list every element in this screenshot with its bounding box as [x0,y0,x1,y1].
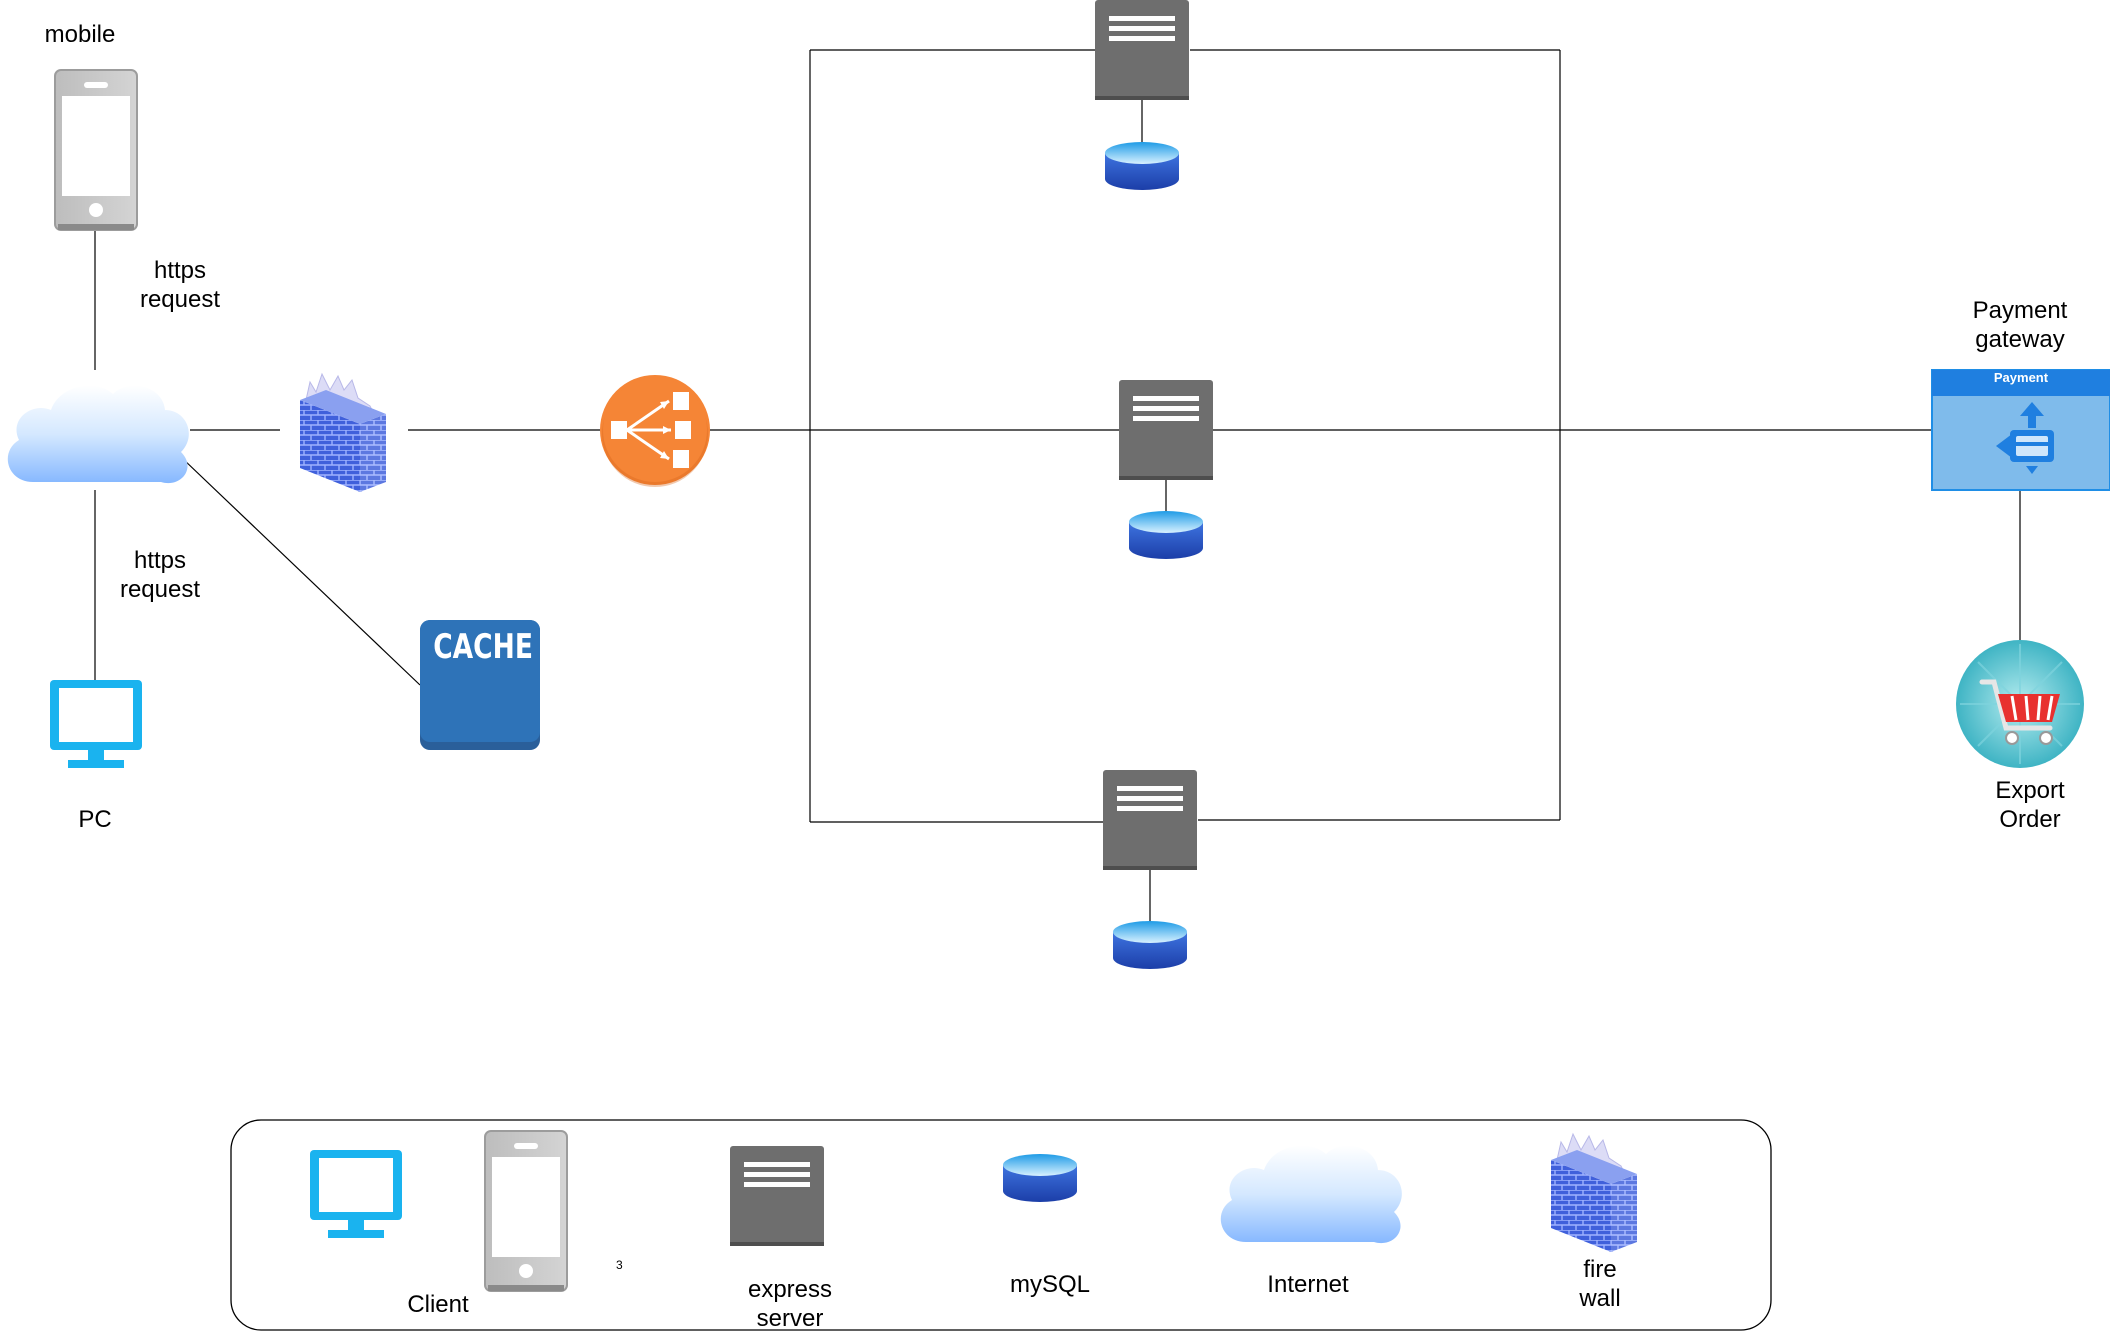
internet-cloud-icon [7,385,189,484]
mobile-phone-icon [54,69,138,231]
legend-pc-icon [310,1150,402,1238]
request-text: request [119,576,201,603]
express-text: express [747,1276,833,1303]
connection-lines [94,49,2021,922]
firewall-icon [299,373,387,493]
payment-header-text: Payment [1993,370,2049,385]
legend-cloud-icon [1220,1145,1402,1244]
database-icon [1105,142,1179,190]
database-icon [1129,511,1203,559]
legend-client-label: Client [407,1291,469,1318]
shopping-cart-icon [1956,640,2084,768]
legend-firewall-label: fire wall [1550,1255,1650,1313]
payment-gateway-label: Payment gateway [1940,296,2100,354]
legend-firewall-icon [1550,1133,1638,1253]
order-text: Order [1999,806,2061,833]
request-text: request [139,286,221,313]
https-text: https [153,257,207,284]
mobile-label: mobile [44,21,116,48]
database-icon [1113,921,1187,969]
load-balancer-icon [600,375,710,487]
cache-icon [420,620,540,750]
pc-label: PC [78,806,112,833]
https-request-bottom-label: https request [100,546,220,604]
export-text: Export [1995,777,2065,804]
legend-internet-label: Internet [1267,1271,1349,1298]
server-icon [1095,0,1189,100]
export-order-label: Export Order [1950,776,2110,834]
gateway-text: gateway [1975,326,2065,353]
legend-note-text: 3 [616,1258,623,1272]
legend-database-icon [1003,1154,1077,1202]
payment-text: Payment [1972,297,2068,324]
server-icon [1119,380,1213,480]
fire-text: fire [1583,1256,1617,1283]
legend-box [230,1119,1772,1331]
cache-label: CACHE [433,627,533,667]
https-text: https [133,547,187,574]
legend-phone-icon [484,1130,568,1292]
server-text: server [756,1305,824,1332]
payment-gateway-icon [1931,369,2110,491]
server-icon [1103,770,1197,870]
wall-text: wall [1579,1285,1621,1312]
https-request-top-label: https request [120,256,240,314]
legend-server-icon [730,1146,824,1246]
legend-express-server-label: express server [720,1275,860,1333]
pc-monitor-icon [50,680,142,768]
legend-mysql-label: mySQL [1009,1271,1090,1298]
